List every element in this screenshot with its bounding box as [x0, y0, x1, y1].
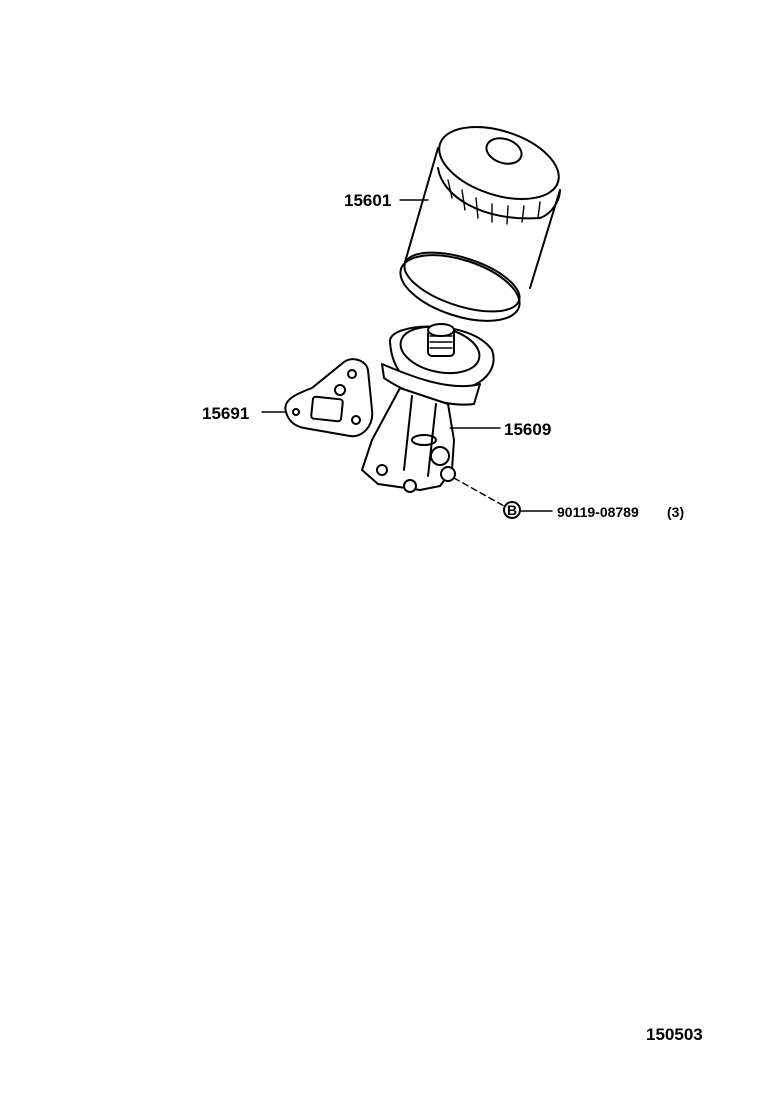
bolt-marker-letter: B: [507, 502, 517, 518]
part-number-15609[interactable]: 15609: [504, 420, 551, 439]
diagram-id: 150503: [646, 1025, 703, 1044]
oil-filter[interactable]: [392, 113, 567, 333]
filter-bracket[interactable]: [361, 320, 495, 493]
bolt-dashed-leader: [453, 477, 505, 507]
bolt-quantity: (3): [667, 504, 684, 520]
part-number-bolt[interactable]: 90119-08789: [557, 504, 639, 520]
gasket[interactable]: [284, 358, 374, 438]
bolt-marker-circle[interactable]: [503, 501, 521, 519]
part-number-15691[interactable]: 15691: [202, 404, 249, 423]
part-number-15601[interactable]: 15601: [344, 191, 391, 210]
